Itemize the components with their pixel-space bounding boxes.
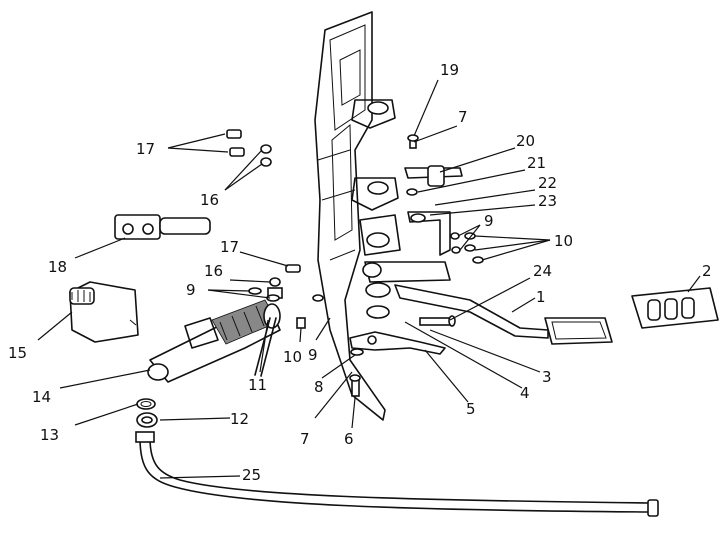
- bolt-6: [349, 374, 361, 397]
- pivot-bracket-upper: [351, 99, 396, 129]
- bolt-19: [407, 134, 419, 149]
- hydraulic-hose: [135, 431, 659, 517]
- switch-bracket-20: [404, 165, 463, 187]
- pushrod: [254, 287, 283, 377]
- bolts-17: [226, 129, 301, 273]
- callout-15: 15: [8, 344, 27, 362]
- callout-12: 12: [230, 410, 249, 428]
- callout-13: 13: [40, 426, 59, 444]
- callout-23: 23: [538, 192, 557, 210]
- nut-10-lower: [296, 317, 306, 329]
- callout-19: 19: [440, 61, 459, 79]
- callout-7b: 7: [300, 430, 310, 448]
- callout-2: 2: [702, 262, 712, 280]
- callout-labels: 1 2 3 4 5 6 7 8 9 10 11 12 13 14 15 18 1…: [8, 61, 712, 484]
- callout-17a: 17: [136, 140, 155, 158]
- callout-9c: 9: [308, 346, 318, 364]
- callout-7a: 7: [458, 108, 468, 126]
- fluid-reservoir: [69, 281, 139, 343]
- nuts-16: [260, 144, 281, 287]
- bushing-21: [406, 188, 418, 196]
- callout-1: 1: [536, 288, 546, 306]
- callout-20: 20: [516, 132, 535, 150]
- washers-9: [248, 287, 324, 302]
- callout-9b: 9: [186, 281, 196, 299]
- callout-6: 6: [344, 430, 354, 448]
- pushrod-lever: [349, 331, 446, 355]
- callout-10a: 10: [554, 232, 573, 250]
- callout-24: 24: [533, 262, 552, 280]
- pedal-pad-rubber: [631, 287, 719, 329]
- seal-13: [136, 398, 156, 410]
- callout-9a: 9: [484, 212, 494, 230]
- callout-17b: 17: [220, 238, 239, 256]
- switch-18: [114, 214, 211, 240]
- callout-5: 5: [466, 400, 476, 418]
- pedal-shaft: [362, 261, 451, 319]
- fitting-12: [136, 412, 158, 428]
- callout-16b: 16: [204, 262, 223, 280]
- bracket-23: [407, 211, 451, 256]
- callout-18: 18: [48, 258, 67, 276]
- nuts-10: [450, 232, 484, 264]
- mounting-bracket-plate: [314, 11, 386, 421]
- washer-8: [350, 348, 364, 356]
- callout-11: 11: [248, 376, 267, 394]
- callout-4: 4: [520, 384, 530, 402]
- clutch-pedal-arm: [394, 284, 613, 345]
- callout-16a: 16: [200, 191, 219, 209]
- pivot-bracket-middle: [351, 177, 401, 256]
- callout-25: 25: [242, 466, 261, 484]
- callout-10b: 10: [283, 348, 302, 366]
- pin-24: [419, 315, 456, 327]
- callout-21: 21: [527, 154, 546, 172]
- callout-22: 22: [538, 174, 557, 192]
- callout-14: 14: [32, 388, 51, 406]
- leader-lines: [37, 79, 701, 479]
- callout-8: 8: [314, 378, 324, 396]
- callout-3: 3: [542, 368, 552, 386]
